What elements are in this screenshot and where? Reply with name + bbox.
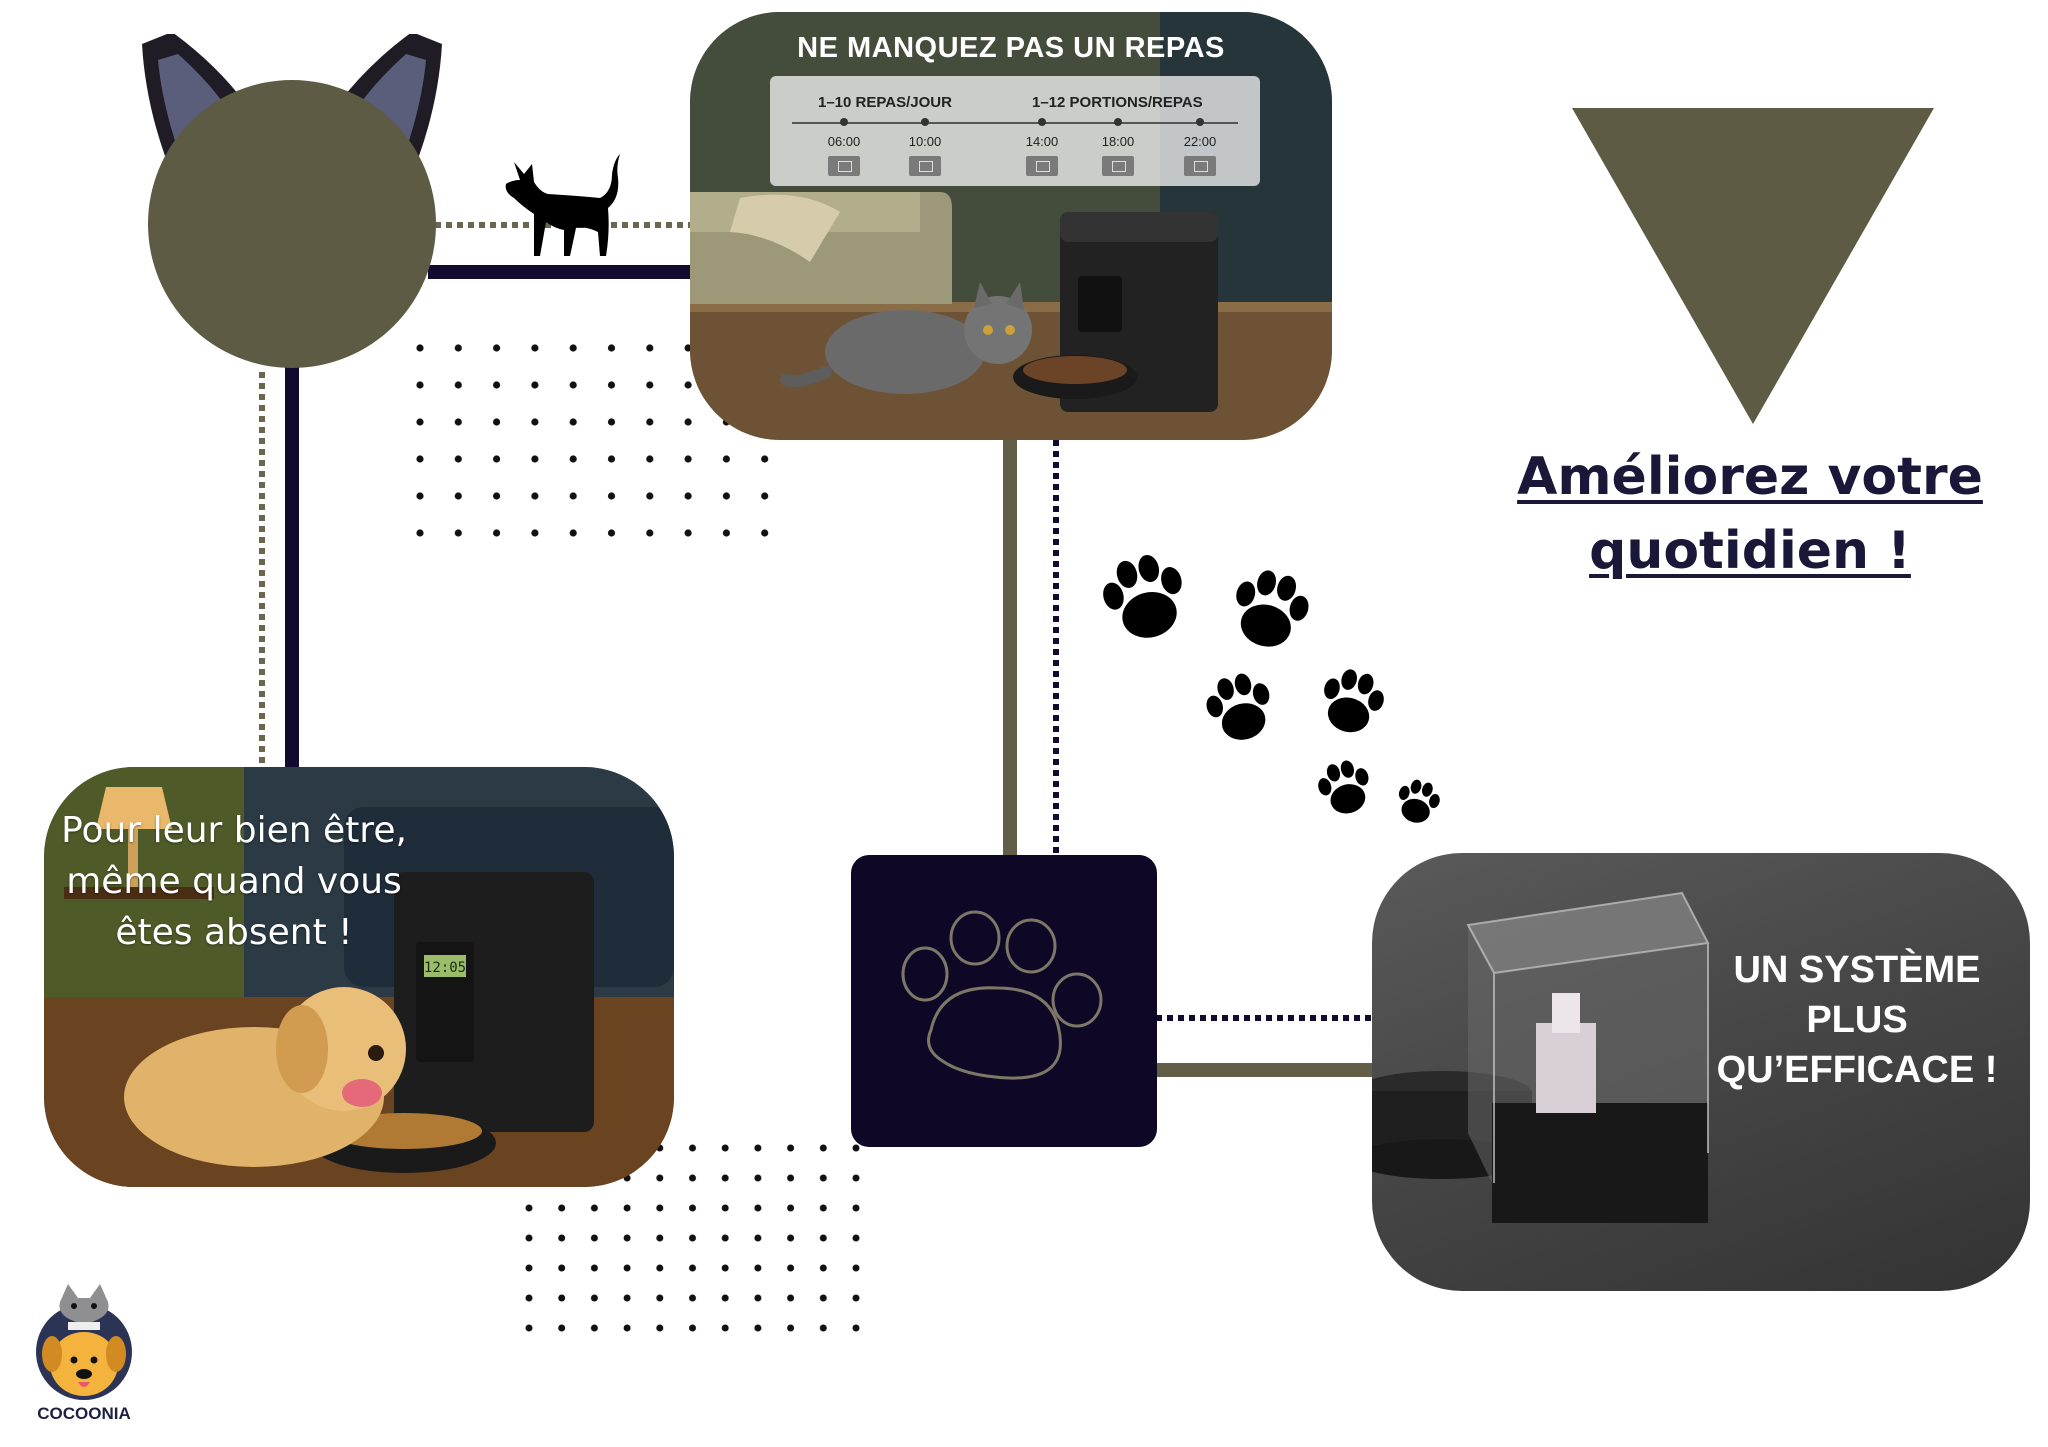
system-text: UN SYSTÈME PLUS QU’EFFICACE ! [1716,949,1998,1091]
paw-outline-icon [901,910,1103,1080]
brand-logo-icon [36,1284,132,1400]
timeline-time: 10:00 [908,134,942,149]
feeding-timeline: 1–10 REPAS/JOUR 1–12 PORTIONS/REPAS 06:0… [770,76,1260,186]
feeder-icon [1184,156,1216,176]
portions-per-meal-label: 1–12 PORTIONS/REPAS [1032,94,1203,111]
timeline-dot [1038,118,1046,126]
feeder-display: 12:05 [424,960,466,976]
cat-ears-icon [142,34,442,368]
feeder-icon [909,156,941,176]
system-card: UN SYSTÈME PLUS QU’EFFICACE ! [1372,853,2030,1291]
timeline-dot [1196,118,1204,126]
timeline-dot [840,118,848,126]
timeline-time: 22:00 [1183,134,1217,149]
wellbeing-card: 12:05 Pour leur bien être, même quand vo… [44,767,674,1187]
wellbeing-text: Pour leur bien être, même quand vous ête… [61,810,407,953]
meal-schedule-title: NE MANQUEZ PAS UN REPAS [797,32,1225,64]
transparent-feeder-scene [1372,891,1710,1223]
brand-name: COCOONIA [37,1404,131,1423]
paw-badge [851,855,1157,1147]
meals-per-day-label: 1–10 REPAS/JOUR [818,94,952,111]
feeder-icon [1026,156,1058,176]
feeder-icon [1102,156,1134,176]
feeder-icon [828,156,860,176]
triangle-icon [1572,108,1934,424]
walking-cat-icon [505,154,620,256]
timeline-time: 06:00 [827,134,861,149]
timeline-time: 18:00 [1101,134,1135,149]
puppy-feeder-scene: 12:05 [44,767,674,1187]
timeline-dot [921,118,929,126]
meal-schedule-card: NE MANQUEZ PAS UN REPAS 1–10 REPAS/JOUR … [690,12,1332,440]
timeline-dot [1114,118,1122,126]
timeline-line [792,122,1238,124]
paw-prints-icon [1095,547,1444,828]
timeline-time: 14:00 [1025,134,1059,149]
tagline: Améliorez votre quotidien ! [1517,447,1983,581]
